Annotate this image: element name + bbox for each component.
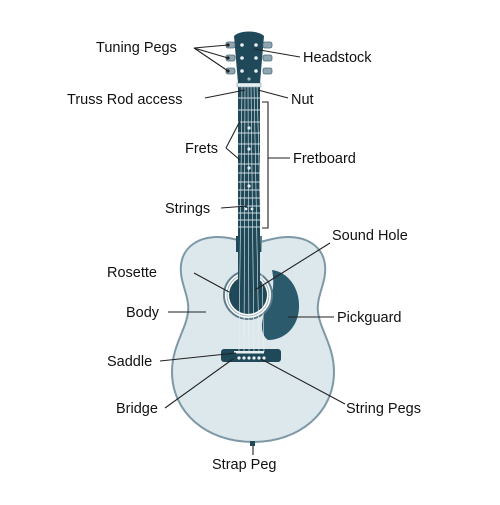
- label-headstock: Headstock: [303, 50, 372, 66]
- label-truss-rod-access: Truss Rod access: [67, 92, 183, 108]
- label-strings: Strings: [165, 201, 210, 217]
- label-pickguard: Pickguard: [337, 310, 401, 326]
- label-fretboard: Fretboard: [293, 151, 356, 167]
- strap-peg: [250, 441, 255, 446]
- fretboard: [238, 86, 260, 298]
- headstock: [234, 31, 264, 83]
- label-rosette: Rosette: [107, 265, 157, 281]
- neck-heel: [236, 236, 262, 252]
- pickguard: [261, 270, 300, 340]
- label-frets: Frets: [185, 141, 218, 157]
- leader-lines: [159, 43, 346, 455]
- tuning-post-caps: [240, 43, 258, 73]
- label-bridge: Bridge: [116, 401, 158, 417]
- strings: [238, 84, 265, 353]
- labels: Tuning Pegs Headstock Truss Rod access N…: [67, 40, 421, 473]
- label-saddle: Saddle: [107, 354, 152, 370]
- bridge: [221, 349, 281, 362]
- saddle: [234, 351, 264, 354]
- string-pegs: [237, 356, 266, 360]
- label-sound-hole: Sound Hole: [332, 228, 408, 244]
- nut: [236, 82, 262, 88]
- truss-rod-access: [247, 77, 251, 81]
- label-string-pegs: String Pegs: [346, 401, 421, 417]
- guitar-illustration: [170, 31, 336, 446]
- label-nut: Nut: [291, 92, 314, 108]
- label-strap-peg: Strap Peg: [212, 457, 277, 473]
- label-body: Body: [126, 305, 160, 321]
- label-tuning-pegs: Tuning Pegs: [96, 40, 177, 56]
